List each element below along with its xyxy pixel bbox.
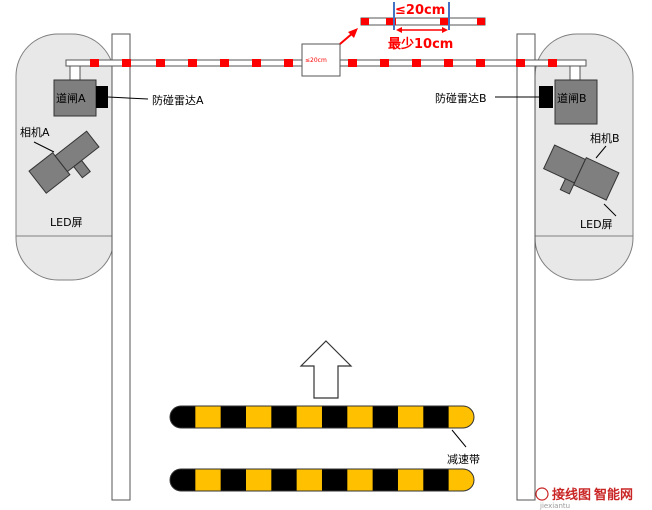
speed-bump-stripe [397, 406, 424, 428]
min-dimension-arrow-left [396, 27, 402, 33]
speed-bump-stripe [423, 406, 450, 428]
speed-bump-stripe [170, 406, 196, 428]
svg-text:智能网: 智能网 [594, 487, 633, 503]
boom-red-segment [476, 59, 485, 67]
speed-bump-stripe [220, 406, 247, 428]
speed-bump-stripe [397, 469, 424, 491]
speed-bump-stripe [271, 406, 298, 428]
direction-arrow-icon [299, 340, 353, 399]
speed-bump-stripe [321, 406, 348, 428]
speed-bump-stripe [170, 469, 196, 491]
speed-bump-stripe [448, 469, 474, 491]
speed-bump-stripe [296, 406, 323, 428]
speed-bump-stripe [372, 469, 399, 491]
speed-bump-2 [169, 468, 475, 492]
min-label: 最少10cm [388, 36, 453, 52]
right-post [516, 33, 536, 501]
gate-a-label: 道闸A [56, 91, 86, 105]
gate-a-mount [69, 65, 81, 81]
speed-bump-stripe [321, 469, 348, 491]
speed-bump-stripe [296, 469, 323, 491]
boom-red-segment [444, 59, 453, 67]
gap-label: ≤20cm [395, 3, 445, 18]
svg-text:jiexiantu: jiexiantu [539, 502, 570, 510]
radar-a-leader [107, 96, 149, 100]
speed-bump-stripe [372, 406, 399, 428]
gate-b-label: 道闸B [557, 91, 587, 105]
camera-a-leader [33, 141, 55, 153]
boom-red-segment [252, 59, 261, 67]
boom-red-segment [220, 59, 229, 67]
boom-red-segment [188, 59, 197, 67]
boom-red-segment [548, 59, 557, 67]
speed-bump-outline [169, 468, 475, 492]
boom-red-segment [90, 59, 99, 67]
radar-a-box [96, 86, 108, 108]
boom-red-segment [516, 59, 525, 67]
camera-b [542, 144, 620, 201]
speed-bump-stripe [195, 406, 222, 428]
speed-bump-stripe [220, 469, 247, 491]
boom-red-segment [380, 59, 389, 67]
camera-b-label: 相机B [590, 131, 620, 145]
speed-bump-stripe [347, 406, 374, 428]
callout-arrow-head [348, 28, 358, 38]
led-b-label: LED屏 [580, 218, 613, 231]
speed-bump-outline [169, 405, 475, 429]
min-dimension-arrow-right [442, 27, 448, 33]
speed-bump-1 [169, 405, 475, 429]
speed-bump-leader [451, 429, 467, 448]
radar-b-label: 防碰雷达B [435, 91, 487, 105]
camera-a [28, 130, 100, 194]
speed-bump-stripe [245, 469, 272, 491]
speed-bump-stripe [347, 469, 374, 491]
speed-bump-stripe [195, 469, 222, 491]
radar-a-label: 防碰雷达A [152, 93, 204, 107]
boom-red-segment [412, 59, 421, 67]
speed-bump-stripe [245, 406, 272, 428]
speed-bump-stripe [271, 469, 298, 491]
speed-bump-stripe [473, 406, 474, 428]
led-b-leader [603, 203, 617, 217]
boom-red-segment [284, 59, 293, 67]
speed-bump-stripe [473, 469, 474, 491]
watermark-logo: 接线图 智能网 jiexiantu [535, 487, 633, 510]
led-a-label: LED屏 [50, 216, 83, 229]
boom-red-segment [156, 59, 165, 67]
camera-b-leader [595, 145, 607, 159]
svg-text:接线图: 接线图 [552, 487, 591, 503]
gate-b-mount [569, 65, 581, 81]
camera-a-label: 相机A [20, 125, 50, 139]
boom-red-segment [348, 59, 357, 67]
speed-bump-stripe [448, 406, 474, 428]
radar-b-box [539, 86, 553, 108]
gate-a-box [53, 79, 97, 117]
speed-bump-label: 减速带 [447, 453, 480, 466]
boom-detail-box [301, 43, 341, 77]
left-post [111, 33, 131, 501]
enlarged-bar [360, 17, 486, 26]
boom-detail-text: ≤20cm [305, 57, 327, 64]
speed-bump-stripe [423, 469, 450, 491]
boom-red-segment [122, 59, 131, 67]
gate-b-box [554, 79, 598, 125]
